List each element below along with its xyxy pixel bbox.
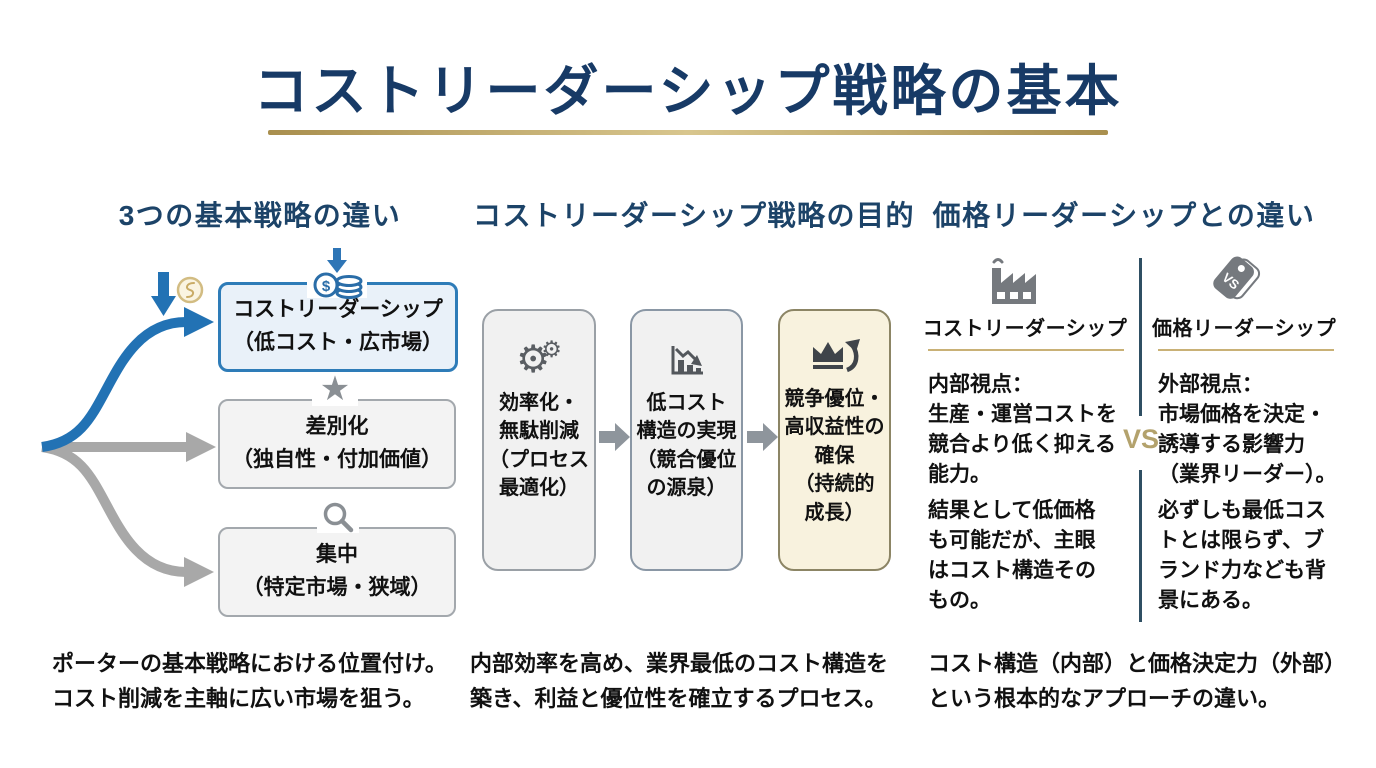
box-cost-leadership-title: コストリーダーシップ — [233, 298, 443, 322]
box-focus: 集中 （特定市場・狭域） — [218, 527, 456, 617]
box-cost-leadership-subtitle: （低コスト・広市場） — [233, 331, 443, 354]
step-arrow-2 — [747, 421, 779, 453]
arrowhead-differentiation — [186, 432, 216, 462]
caption-purpose-line1: 内部効率を高め、業界最低のコスト構造を — [470, 651, 889, 676]
factory-icon — [982, 256, 1044, 308]
step-efficiency: ⚙ ⚙ 効率化・ 無駄削減 （プロセス 最適化） — [482, 309, 596, 571]
cost-down-arrow-icon — [151, 272, 176, 316]
box-focus-title: 集中 — [316, 543, 358, 567]
arrowhead-focus — [184, 557, 214, 587]
caption-purpose: 内部効率を高め、業界最低のコスト構造を 築き、利益と優位性を確立するプロセス。 — [470, 646, 925, 716]
divider-top — [1139, 258, 1142, 416]
step-structure-line4: の源泉） — [646, 477, 727, 500]
subtitle-cost-leadership: コストリーダーシップ — [922, 318, 1128, 340]
arrowhead-cost-leadership — [184, 307, 214, 337]
step-arrow-1 — [599, 421, 631, 453]
heading-strategy-purpose: コストリーダーシップ戦略の目的 — [473, 200, 915, 231]
svg-text:$: $ — [322, 278, 331, 295]
box-differentiation-subtitle: （独自性・付加価値） — [232, 448, 442, 471]
step-advantage-line2: 高収益性の — [784, 416, 885, 439]
cost-leadership-paragraph-1: 内部視点： 生産・運営コストを 競合より低く抑える 能力。 — [928, 373, 1117, 487]
subtitle-price-leadership: 価格リーダーシップ — [1152, 318, 1337, 340]
step-structure-line1: 低コスト — [646, 392, 727, 414]
heading-basic-strategies: 3つの基本戦略の違い — [118, 200, 402, 231]
caption-basic-line2: コスト削減を主軸に広い市場を狙う。 — [52, 686, 425, 712]
price-leadership-paragraph-2: 必ずしも最低コス トとは限らず、ブ ランド力なども背 景にある。 — [1158, 499, 1326, 613]
gold-rule-right — [1158, 349, 1334, 351]
vs-label: VS — [1122, 424, 1160, 454]
caption-difference-line1: コスト構造（内部）と価格決定力（外部） — [928, 651, 1347, 676]
box-focus-subtitle: （特定市場・狭域） — [242, 576, 432, 599]
step-efficiency-line2: 無駄削減 — [499, 420, 579, 443]
price-leadership-paragraph-1: 外部視点： 市場価格を決定・ 誘導する影響力 （業界リーダー）。 — [1158, 373, 1337, 487]
step-structure-line2: 構造の実現 — [636, 420, 737, 443]
caption-difference: コスト構造（内部）と価格決定力（外部） という根本的なアプローチの違い。 — [928, 646, 1368, 716]
step-efficiency-line1: 効率化・ — [499, 392, 579, 414]
arrow-to-focus — [41, 442, 187, 577]
step-efficiency-line3: （プロセス — [489, 448, 589, 471]
step-advantage-line3: 確保 — [814, 444, 855, 467]
gold-rule-left — [928, 349, 1124, 351]
cost-leadership-paragraph-2: 結果として低価格 も可能だが、主眼 はコスト構造その もの。 — [928, 499, 1096, 613]
step-advantage-line1: 競争優位・ — [784, 388, 885, 410]
caption-basic: ポーターの基本戦略における位置付け。 コスト削減を主軸に広い市場を狙う。 — [52, 646, 482, 716]
caption-difference-line2: という根本的なアプローチの違い。 — [928, 686, 1281, 712]
box-differentiation: 差別化 （独自性・付加価値） — [218, 399, 456, 489]
crown-growth-icon — [807, 335, 863, 377]
divider-bottom — [1139, 470, 1142, 622]
step-advantage-line4: （持続的 — [794, 473, 875, 496]
declining-chart-icon — [666, 339, 708, 381]
coins-icon: $ — [307, 248, 367, 299]
caption-basic-line1: ポーターの基本戦略における位置付け。 — [52, 651, 447, 676]
step-advantage-line5: 成長） — [804, 501, 865, 524]
arrow-to-cost-leadership — [41, 317, 187, 452]
step-low-cost-structure: 低コスト 構造の実現 （競合優位 の源泉） — [630, 309, 743, 571]
box-differentiation-title: 差別化 — [305, 415, 369, 439]
step-efficiency-line4: 最適化） — [499, 477, 579, 500]
branch-arrows — [41, 272, 216, 587]
caption-purpose-line2: 築き、利益と優位性を確立するプロセス。 — [470, 686, 887, 712]
coin-icon — [176, 276, 204, 304]
title-underline — [268, 130, 1108, 135]
step-competitive-advantage: 競争優位・ 高収益性の 確保 （持続的 成長） — [778, 309, 891, 571]
gears-icon: ⚙ ⚙ — [516, 335, 562, 381]
magnifier-icon — [317, 501, 359, 533]
page-title: コストリーダーシップ戦略の基本 — [253, 60, 1123, 122]
vs-price-tag-icon: VS — [1203, 250, 1265, 308]
star-icon: ★ — [312, 372, 358, 406]
step-structure-line3: （競合優位 — [636, 448, 737, 471]
heading-price-difference: 価格リーダーシップとの違い — [932, 200, 1316, 231]
